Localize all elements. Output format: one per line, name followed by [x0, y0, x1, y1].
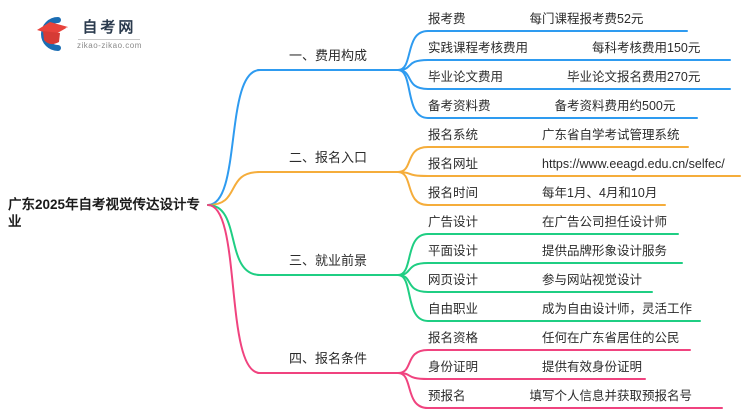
node-value[interactable]: 填写个人信息并获取预报名号 [529, 389, 693, 403]
leaf-row[interactable]: 报考费 每门课程报考费52元 [428, 12, 643, 27]
site-logo: 自考网 zikao-zikao.com [33, 13, 142, 53]
leaf-row[interactable]: 广告设计 在广告公司担任设计师 [428, 215, 667, 230]
node-value[interactable]: 提供有效身份证明 [542, 360, 643, 374]
graduation-cap-icon [37, 17, 69, 51]
leaf-row[interactable]: 实践课程考核费用 每科考核费用150元 [428, 41, 700, 56]
branch-node-conditions[interactable]: 四、报名条件 [288, 351, 367, 366]
node-label[interactable]: 报名系统 [428, 128, 479, 142]
branch-2-connectors [207, 146, 741, 206]
logo-title: 自考网 [82, 19, 137, 36]
node-value[interactable]: 任何在广东省居住的公民 [542, 331, 680, 345]
branch-node-career[interactable]: 三、就业前景 [288, 253, 367, 268]
node-value[interactable]: 参与网站视觉设计 [542, 273, 643, 287]
node-value[interactable]: 每年1月、4月和10月 [542, 186, 658, 200]
node-label[interactable]: 报名时间 [428, 186, 479, 200]
node-label[interactable]: 自由职业 [428, 302, 479, 316]
node-value[interactable]: 广东省自学考试管理系统 [542, 128, 680, 142]
logo-divider [78, 39, 141, 40]
node-value[interactable]: 提供品牌形象设计服务 [542, 244, 668, 258]
leaf-row[interactable]: 报名网址 https://www.eeagd.edu.cn/selfec/ [428, 157, 725, 172]
node-label[interactable]: 网页设计 [428, 273, 479, 287]
node-label[interactable]: 毕业论文费用 [428, 70, 504, 84]
node-value[interactable]: 每门课程报考费52元 [529, 12, 644, 26]
node-label[interactable]: 备考资料费 [428, 99, 491, 113]
leaf-row[interactable]: 自由职业 成为自由设计师，灵活工作 [428, 302, 692, 317]
branch-node-fees[interactable]: 一、费用构成 [288, 48, 367, 63]
node-label[interactable]: 平面设计 [428, 244, 479, 258]
node-label[interactable]: 报名网址 [428, 157, 479, 171]
branch-4-connectors [207, 204, 723, 409]
node-value[interactable]: 毕业论文报名费用270元 [567, 70, 701, 84]
leaf-row[interactable]: 身份证明 提供有效身份证明 [428, 360, 642, 375]
leaf-row[interactable]: 报名系统 广东省自学考试管理系统 [428, 128, 680, 143]
node-label[interactable]: 身份证明 [428, 360, 479, 374]
leaf-row[interactable]: 报名资格 任何在广东省居住的公民 [428, 331, 680, 346]
node-value[interactable]: 在广告公司担任设计师 [542, 215, 668, 229]
node-label[interactable]: 实践课程考核费用 [428, 41, 529, 55]
leaf-row[interactable]: 备考资料费 备考资料费用约500元 [428, 99, 675, 114]
leaf-row[interactable]: 网页设计 参与网站视觉设计 [428, 273, 642, 288]
node-label[interactable]: 报考费 [428, 12, 466, 26]
node-label[interactable]: 广告设计 [428, 215, 479, 229]
mindmap-root-node[interactable]: 广东2025年自考视觉传达设计专业 [8, 197, 201, 229]
node-value[interactable]: 成为自由设计师，灵活工作 [542, 302, 693, 316]
node-label[interactable]: 报名资格 [428, 331, 479, 345]
leaf-row[interactable]: 预报名 填写个人信息并获取预报名号 [428, 389, 692, 404]
branch-node-entry[interactable]: 二、报名入口 [288, 150, 367, 165]
leaf-row[interactable]: 报名时间 每年1月、4月和10月 [428, 186, 657, 201]
leaf-row[interactable]: 毕业论文费用 毕业论文报名费用270元 [428, 70, 700, 85]
logo-domain: zikao-zikao.com [77, 41, 142, 50]
branch-3-connectors [207, 204, 701, 322]
leaf-row[interactable]: 平面设计 提供品牌形象设计服务 [428, 244, 667, 259]
branch-1-connectors [207, 30, 731, 206]
node-value[interactable]: 每科考核费用150元 [592, 41, 701, 55]
node-label[interactable]: 预报名 [428, 389, 466, 403]
node-value[interactable]: https://www.eeagd.edu.cn/selfec/ [542, 157, 725, 171]
node-value[interactable]: 备考资料费用约500元 [554, 99, 676, 113]
